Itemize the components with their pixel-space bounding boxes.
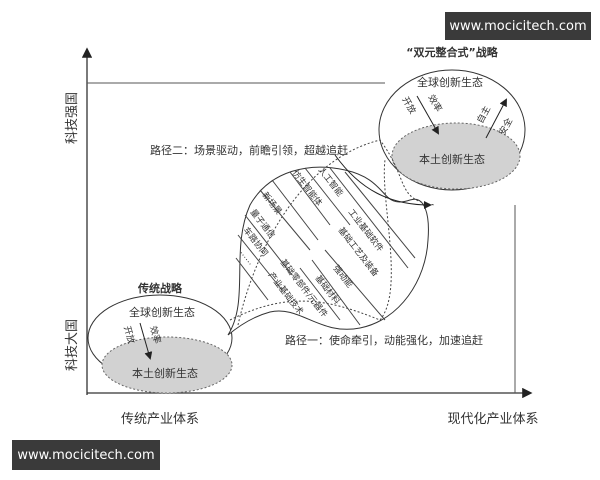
x-right-label: 现代化产业体系 bbox=[447, 412, 538, 427]
dual-title: “双元整合式”战略 bbox=[406, 45, 498, 59]
x-left-label: 传统产业体系 bbox=[121, 412, 199, 427]
dual-inner-ellipse bbox=[391, 122, 521, 190]
dual-inner-label: 本土创新生态 bbox=[419, 152, 485, 166]
traditional-title: 传统战略 bbox=[137, 281, 183, 295]
path1-label: 路径一：使命牵引，动能强化，加速追赶 bbox=[285, 333, 483, 347]
traditional-inner-label: 本土创新生态 bbox=[132, 366, 198, 380]
traditional-inner-ellipse bbox=[101, 336, 233, 394]
path2-arrow bbox=[334, 154, 432, 209]
dual-up-arrow-icon bbox=[485, 98, 507, 139]
watermark-bottom: www.mocicitech.com bbox=[12, 440, 160, 470]
path2-label: 路径二：场景驱动，前瞻引领，超越追赶 bbox=[150, 143, 348, 157]
path2-curve bbox=[237, 139, 436, 326]
lens-hatch bbox=[235, 167, 416, 326]
y-bottom-label: 科技大国 bbox=[65, 319, 80, 371]
dual-down-arrow-icon bbox=[416, 95, 439, 135]
dual-outer-label: 全球创新生态 bbox=[417, 75, 483, 89]
y-top-label: 科技强国 bbox=[65, 92, 80, 144]
watermark-top: www.mocicitech.com bbox=[445, 12, 591, 40]
traditional-arrow-icon bbox=[139, 322, 153, 360]
traditional-outer-label: 全球创新生态 bbox=[129, 305, 195, 319]
lens-shape bbox=[227, 166, 429, 336]
